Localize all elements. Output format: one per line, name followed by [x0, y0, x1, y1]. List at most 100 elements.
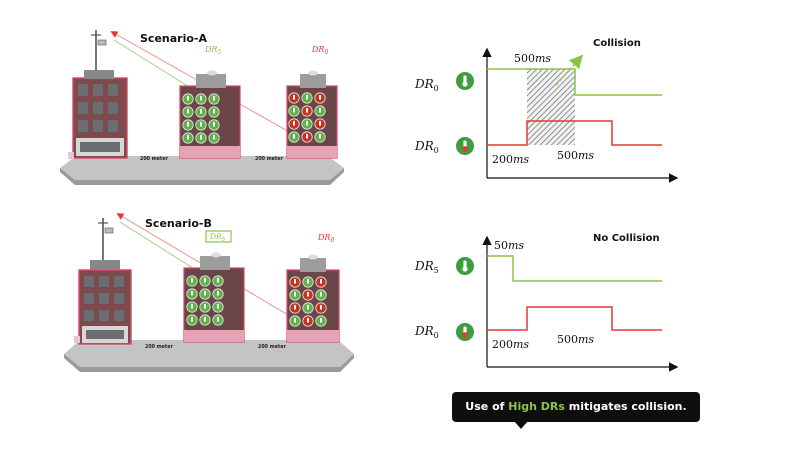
thermometer-glyph — [191, 290, 193, 296]
thermometer-icon — [456, 257, 474, 275]
distance-label: 200 meter — [140, 156, 168, 162]
dr0-green-signal — [487, 68, 662, 96]
thermometer-glyph — [306, 107, 308, 113]
gateway-building — [74, 218, 132, 345]
thermometer-glyph — [293, 120, 295, 126]
thermometer-glyph — [213, 121, 215, 127]
thermometer-glyph — [213, 134, 215, 140]
thermometer-glyph — [187, 108, 189, 114]
thermometer-glyph — [294, 304, 296, 310]
distance-label: 200 meter — [255, 156, 283, 162]
red-duration-label: 500ms — [557, 333, 594, 346]
thermometer-glyph — [294, 317, 296, 323]
thermometer-glyph — [200, 95, 202, 101]
thermometer-glyph — [319, 120, 321, 126]
thermometer-glyph — [306, 133, 308, 139]
thermometer-glyph — [307, 304, 309, 310]
thermometer-glyph — [200, 108, 202, 114]
thermometer-glyph — [307, 291, 309, 297]
sensor-node-grid — [182, 92, 326, 144]
distance-label: 200 meter — [258, 344, 286, 350]
thermometer-glyph — [307, 278, 309, 284]
thermometer-glyph — [191, 316, 193, 322]
hot-thermometer-icon — [456, 323, 474, 341]
row-label: DR5 — [414, 259, 439, 275]
dr0-red-signal — [487, 306, 662, 331]
scenario-title: Scenario-A — [140, 32, 207, 45]
dr-label-green: DR5 — [204, 45, 221, 56]
scenario-b: Scenario-B DR5 DR0 200 meter 200 meter — [64, 213, 354, 372]
thermometer-icon — [456, 72, 474, 90]
event-label: No Collision — [593, 233, 660, 244]
thermometer-glyph — [204, 316, 206, 322]
thermometer-glyph — [320, 291, 322, 297]
distance-label: 200 meter — [145, 344, 173, 350]
dr-label-green: DR5 — [209, 232, 226, 243]
row-label: DR0 — [414, 77, 439, 93]
thermometer-glyph — [306, 94, 308, 100]
green-duration-label: 500ms — [514, 52, 551, 65]
callout-prefix: Use of — [465, 400, 509, 413]
dr0-red-signal — [487, 120, 662, 146]
row-label: DR0 — [414, 139, 439, 155]
gateway-antenna-icon — [98, 218, 114, 260]
callout-suffix: mitigates collision. — [564, 400, 687, 413]
thermometer-glyph — [217, 303, 219, 309]
thermometer-glyph — [217, 316, 219, 322]
event-label: Collision — [593, 38, 641, 49]
thermometer-glyph — [213, 95, 215, 101]
callout-tail — [514, 421, 528, 429]
sensor-node-grid — [186, 275, 327, 327]
collision-arrow — [555, 54, 583, 86]
thermometer-glyph — [293, 133, 295, 139]
thermometer-glyph — [200, 121, 202, 127]
red-duration-label: 500ms — [557, 149, 594, 162]
gateway-building — [68, 30, 128, 159]
gateway-antenna-icon — [91, 30, 107, 70]
red-start-label: 200ms — [492, 338, 529, 351]
thermometer-glyph — [320, 304, 322, 310]
thermometer-glyph — [294, 291, 296, 297]
thermometer-glyph — [320, 317, 322, 323]
scenario-a: Scenario-A DR5 DR0 200 meter 200 meter — [60, 30, 344, 185]
dr-label-red: DR0 — [317, 233, 334, 244]
thermometer-glyph — [320, 278, 322, 284]
thermometer-glyph — [187, 121, 189, 127]
row-label: DR0 — [414, 324, 439, 340]
thermometer-glyph — [187, 134, 189, 140]
timing-chart-a: Collision 500ms 200ms 500ms DR0 DR0 — [414, 38, 679, 183]
callout-highlight: High DRs — [508, 400, 565, 413]
thermometer-glyph — [204, 303, 206, 309]
thermometer-glyph — [213, 108, 215, 114]
scenario-title: Scenario-B — [145, 217, 212, 230]
dr5-green-signal — [487, 255, 662, 282]
thermometer-glyph — [306, 120, 308, 126]
thermometer-glyph — [204, 290, 206, 296]
thermometer-glyph — [200, 134, 202, 140]
thermometer-glyph — [307, 317, 309, 323]
thermometer-glyph — [191, 277, 193, 283]
thermometer-glyph — [191, 303, 193, 309]
ground-platform — [64, 340, 354, 367]
thermometer-glyph — [319, 94, 321, 100]
ground-platform — [60, 156, 344, 180]
thermometer-glyph — [217, 277, 219, 283]
summary-callout: Use of High DRs mitigates collision. — [452, 392, 700, 429]
green-duration-label: 50ms — [494, 239, 524, 252]
dr-label-red: DR0 — [311, 45, 328, 56]
hot-thermometer-icon — [456, 137, 474, 155]
red-start-label: 200ms — [492, 153, 529, 166]
thermometer-glyph — [293, 94, 295, 100]
thermometer-glyph — [294, 278, 296, 284]
thermometer-glyph — [187, 95, 189, 101]
thermometer-glyph — [217, 290, 219, 296]
highlight-box — [205, 230, 232, 243]
timing-chart-b: No Collision 50ms 200ms 500ms DR5 DR0 — [414, 233, 679, 372]
thermometer-glyph — [319, 107, 321, 113]
thermometer-glyph — [293, 107, 295, 113]
collision-overlap — [527, 69, 575, 145]
thermometer-glyph — [319, 133, 321, 139]
thermometer-glyph — [204, 277, 206, 283]
